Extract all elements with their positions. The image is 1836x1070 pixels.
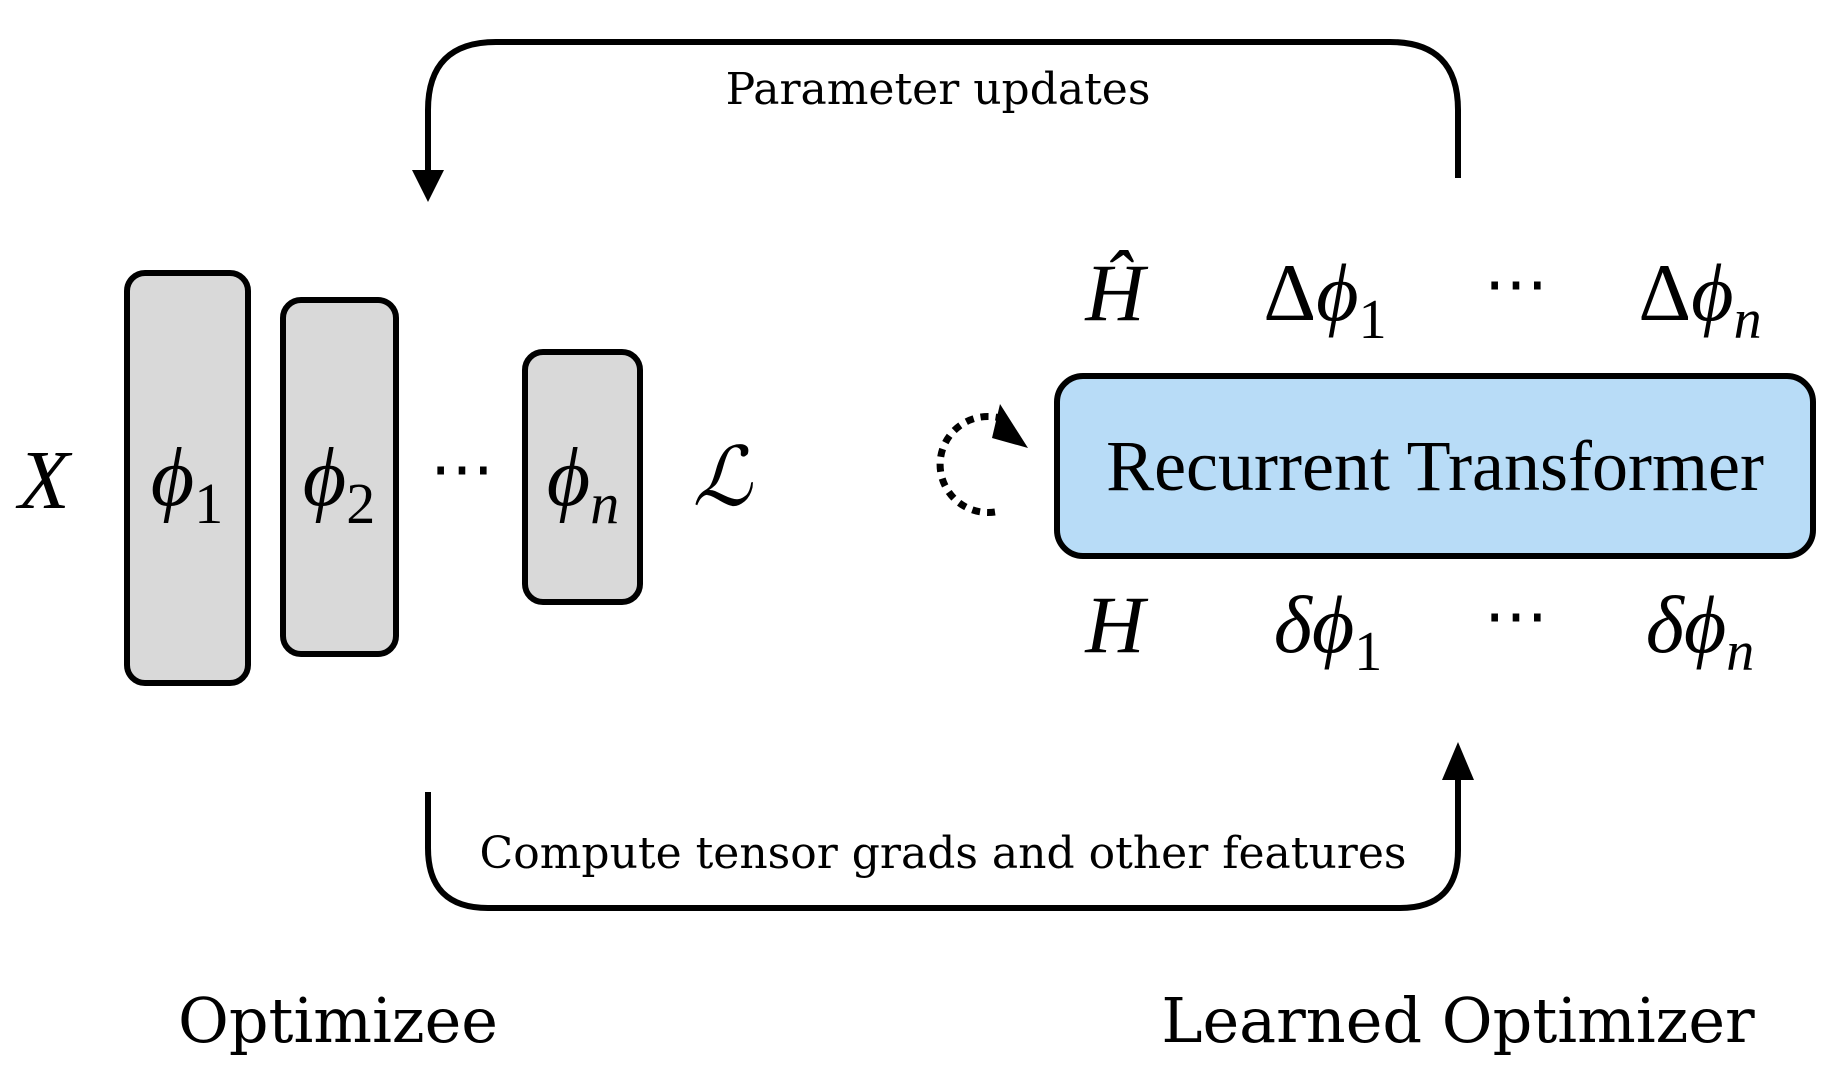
outputs-ellipsis: ⋯ (1484, 248, 1548, 319)
loss-symbol: ℒ (692, 432, 753, 523)
layer-phi-1-box (124, 270, 251, 686)
output-h-hat: Ĥ (1084, 247, 1148, 338)
input-grad-phi-1: δϕ1 (1274, 579, 1383, 683)
parameter-updates-arrowhead-icon (412, 170, 444, 202)
layer-phi-n-box (522, 349, 643, 605)
layer-phi-2-box (280, 297, 399, 657)
inputs-ellipsis: ⋯ (1484, 580, 1548, 651)
layer-phi-n-label: ϕn (547, 431, 619, 536)
compute-grads-arrow (425, 774, 1461, 911)
compute-grads-label: Compute tensor grads and other features (480, 828, 1407, 879)
recurrent-transformer-box (1054, 373, 1816, 559)
output-delta-phi-1: Δϕ1 (1263, 247, 1386, 351)
layer-phi-1-label: ϕ1 (151, 431, 223, 536)
input-x: X (15, 434, 73, 527)
input-h: H (1084, 579, 1148, 670)
parameter-updates-arrow (425, 39, 1461, 178)
input-grad-phi-n: δϕn (1646, 579, 1755, 683)
output-delta-phi-n: Δϕn (1638, 247, 1761, 351)
parameter-updates-label: Parameter updates (726, 64, 1151, 115)
layers-ellipsis: ⋯ (430, 433, 494, 504)
dotted-loop-arrow-icon (936, 413, 1001, 516)
dotted-loop-arrowhead-icon (992, 404, 1028, 448)
layer-phi-2-label: ϕ2 (303, 431, 375, 536)
optimizee-section-label: Optimizee (178, 984, 498, 1057)
recurrent-transformer-label: Recurrent Transformer (1106, 426, 1764, 506)
learned-optimizer-section-label: Learned Optimizer (1161, 984, 1755, 1057)
compute-grads-arrowhead-icon (1442, 742, 1474, 780)
